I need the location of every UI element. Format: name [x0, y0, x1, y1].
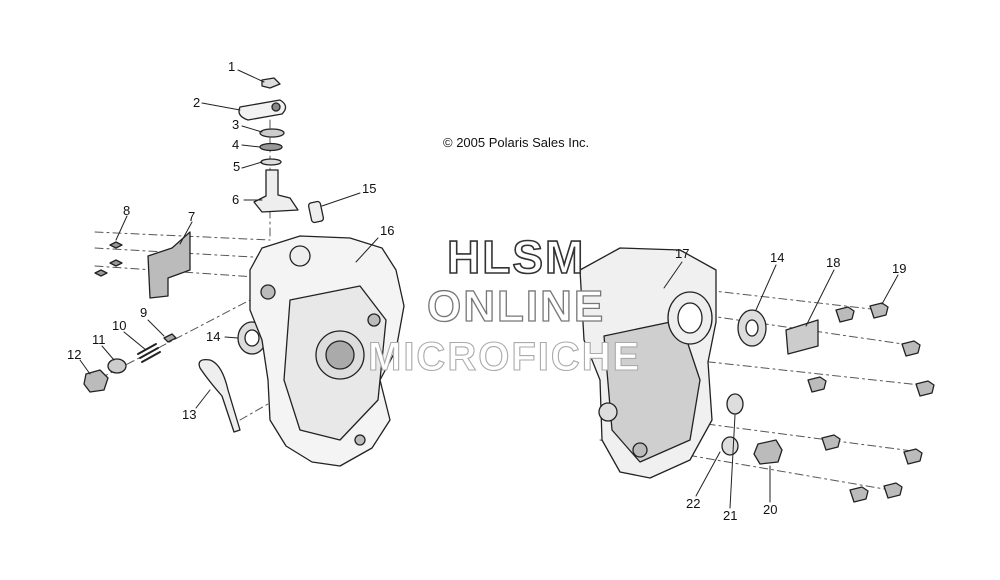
callout-18: 18 [826, 255, 841, 270]
callout-19: 19 [892, 261, 907, 276]
callout-12: 12 [67, 347, 82, 362]
plug-part-20 [753, 439, 783, 465]
oring-part-21 [726, 393, 744, 415]
callout-20: 20 [763, 502, 778, 517]
watermark-line-1: HLSM [446, 230, 586, 284]
shift-shaft-part-6 [253, 169, 299, 213]
plug-part-12 [83, 369, 109, 393]
dowel-part-15 [307, 200, 325, 224]
leader-lines [79, 69, 899, 509]
left-small-parts [83, 231, 267, 433]
bolts-part-19 [807, 302, 935, 503]
pin-part-9 [163, 333, 177, 343]
callout-8: 8 [123, 203, 131, 218]
washer-part-11 [107, 358, 127, 374]
callout-9: 9 [140, 305, 148, 320]
callout-16: 16 [380, 223, 395, 238]
crankcase-cover-part-16 [249, 235, 405, 467]
spring-part-10 [137, 343, 161, 363]
callout-22: 22 [686, 496, 701, 511]
callout-1: 1 [228, 59, 236, 74]
label-part-18 [785, 319, 819, 355]
bracket-part-7 [147, 231, 191, 299]
oring-part-22 [721, 436, 739, 456]
dipstick-part-13 [198, 359, 241, 433]
callout-7: 7 [188, 209, 196, 224]
washer-part-3 [259, 128, 285, 138]
screws-part-8 [94, 241, 123, 277]
oring-part-4 [259, 142, 283, 152]
callout-11: 11 [92, 332, 106, 347]
crankcase-cover-part-17 [579, 247, 819, 479]
callout-3: 3 [232, 117, 240, 132]
callout-6: 6 [232, 192, 240, 207]
callout-10: 10 [112, 318, 127, 333]
callout-4: 4 [232, 137, 240, 152]
callout-5: 5 [233, 159, 241, 174]
callout-15: 15 [362, 181, 377, 196]
shift-shaft-assembly [238, 77, 325, 224]
nut-part-1 [261, 77, 281, 89]
watermark-line-3: MICROFICHE [367, 334, 642, 379]
watermark-line-2: ONLINE [426, 281, 606, 331]
callout-2: 2 [193, 95, 201, 110]
callout-14-left: 14 [206, 329, 221, 344]
callout-13: 13 [182, 407, 197, 422]
callout-14-right: 14 [770, 250, 785, 265]
copyright-notice: © 2005 Polaris Sales Inc. [443, 135, 590, 150]
callout-21: 21 [723, 508, 738, 523]
washer-part-5 [260, 158, 282, 166]
callout-17: 17 [675, 246, 690, 261]
